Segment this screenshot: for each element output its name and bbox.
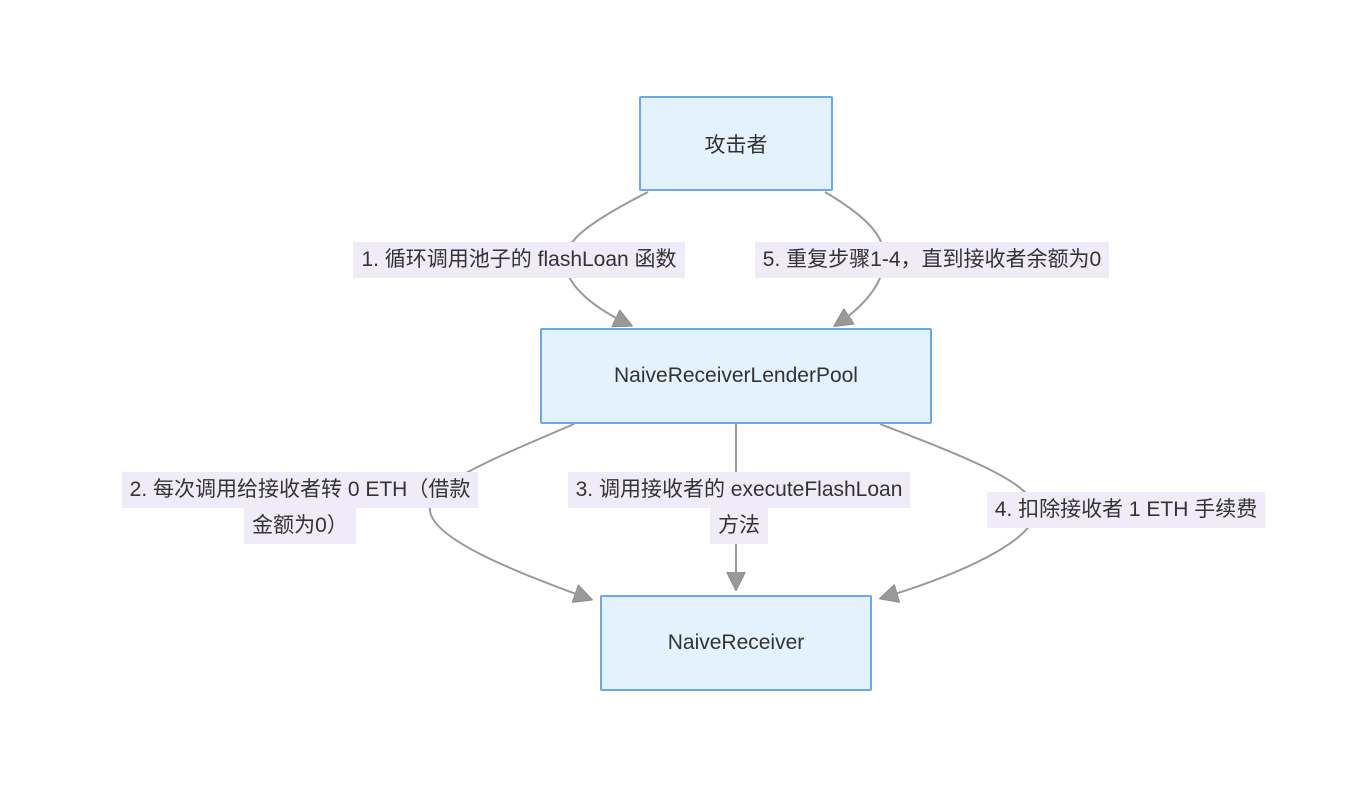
edge-label-1: 1. 循环调用池子的 flashLoan 函数: [318, 242, 720, 278]
edge-label-line: 5. 重复步骤1-4，直到接收者余额为0: [723, 242, 1141, 278]
node-pool-label: NaiveReceiverLenderPool: [614, 364, 858, 387]
node-naive-receiver-lender-pool: NaiveReceiverLenderPool: [540, 328, 932, 424]
edge-label-4: 4. 扣除接收者 1 ETH 手续费: [969, 492, 1283, 528]
edge-label-text: 4. 扣除接收者 1 ETH 手续费: [986, 492, 1266, 528]
edge-label-line: 4. 扣除接收者 1 ETH 手续费: [969, 492, 1283, 528]
edge-label-line: 1. 循环调用池子的 flashLoan 函数: [318, 242, 720, 278]
node-receiver-label: NaiveReceiver: [667, 631, 805, 654]
edge-label-5: 5. 重复步骤1-4，直到接收者余额为0: [723, 242, 1141, 278]
edge-label-text: 5. 重复步骤1-4，直到接收者余额为0: [754, 242, 1110, 278]
node-naive-receiver: NaiveReceiver: [600, 595, 872, 691]
edge-label-text: 方法: [710, 508, 768, 544]
edge-label-line: 2. 每次调用给接收者转 0 ETH（借款: [92, 472, 508, 508]
edge-label-line: 方法: [534, 508, 944, 544]
node-attacker-label: 攻击者: [704, 133, 768, 157]
node-attacker: 攻击者: [639, 96, 833, 191]
edge-label-text: 2. 每次调用给接收者转 0 ETH（借款: [121, 472, 479, 508]
edge-label-text: 3. 调用接收者的 executeFlashLoan: [567, 472, 911, 508]
edge-label-3: 3. 调用接收者的 executeFlashLoan 方法: [534, 472, 944, 544]
edge-label-line: 3. 调用接收者的 executeFlashLoan: [534, 472, 944, 508]
edge-label-text: 金额为0）: [244, 508, 356, 544]
edge-label-text: 1. 循环调用池子的 flashLoan 函数: [353, 242, 685, 278]
edge-label-2: 2. 每次调用给接收者转 0 ETH（借款 金额为0）: [92, 472, 508, 544]
edge-label-line: 金额为0）: [92, 508, 508, 544]
